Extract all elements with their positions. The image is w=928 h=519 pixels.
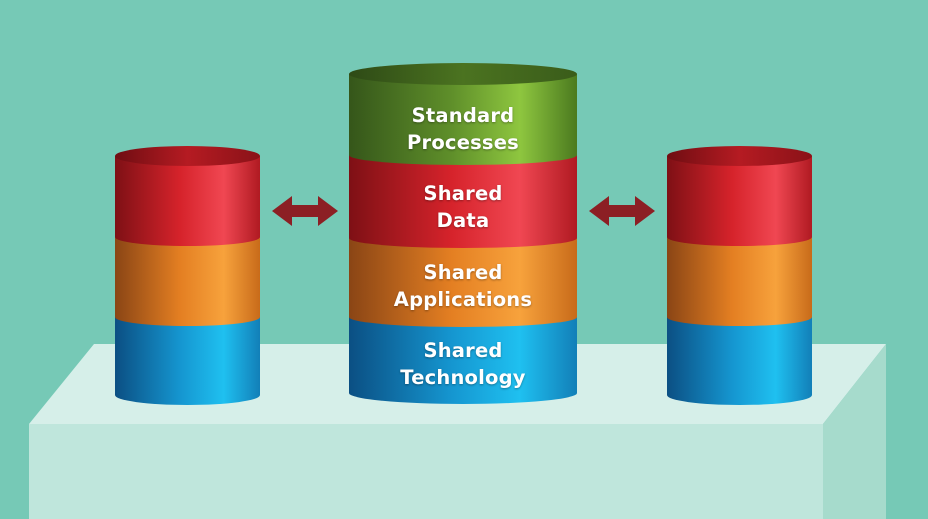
left-stack-red-layer [115, 156, 260, 237]
center-stack-data-layer [349, 155, 577, 238]
label-line1: Standard [411, 104, 515, 127]
center-stack-top [349, 63, 577, 85]
layer-label-standard-processes: Standard Processes [348, 102, 578, 156]
label-line2: Processes [407, 131, 519, 154]
label-line1: Shared [423, 261, 503, 284]
right-stack-red-layer [667, 156, 812, 237]
right-stack-top [667, 146, 812, 166]
layer-label-shared-data: Shared Data [348, 180, 578, 234]
label-line2: Data [436, 209, 490, 232]
pedestal-side [823, 344, 886, 519]
center-stack-technology-layer [349, 317, 577, 393]
left-stack-top [115, 146, 260, 166]
right-double-arrow [589, 196, 655, 226]
label-line1: Shared [423, 182, 503, 205]
left-stack-orange-layer [115, 237, 260, 317]
label-line1: Shared [423, 339, 503, 362]
right-stack [667, 146, 812, 405]
center-stack [349, 63, 577, 404]
pedestal-front [29, 424, 823, 519]
center-stack-processes-layer [349, 74, 577, 155]
label-line2: Applications [393, 288, 533, 311]
left-stack-blue-layer [115, 317, 260, 395]
layer-label-shared-technology: Shared Technology [348, 337, 578, 391]
layer-label-shared-applications: Shared Applications [348, 259, 578, 313]
label-line2: Technology [400, 366, 526, 389]
center-stack-applications-layer [349, 238, 577, 317]
right-stack-blue-layer [667, 317, 812, 395]
right-stack-orange-layer [667, 237, 812, 317]
left-double-arrow [272, 196, 338, 226]
left-stack [115, 146, 260, 405]
